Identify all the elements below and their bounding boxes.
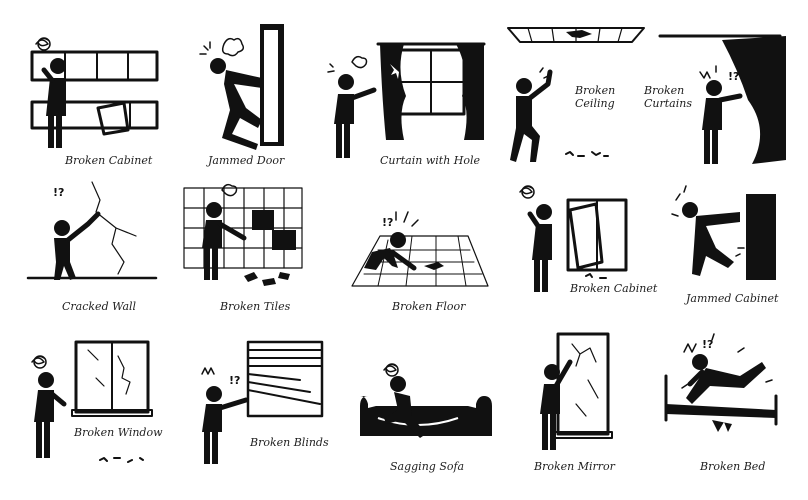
surprise-mark-icon: !? (728, 70, 739, 83)
caption-jammed-door: Jammed Door (208, 154, 285, 167)
caption-sagging-sofa: Sagging Sofa (390, 460, 465, 473)
stick-figure-icon (702, 80, 743, 164)
stick-figure-icon (686, 354, 766, 404)
caption-broken-blinds: Broken Blinds (250, 436, 329, 449)
stick-figure-icon (527, 204, 552, 292)
stick-figure-icon (210, 58, 262, 150)
frustration-scribble-icon (35, 37, 51, 51)
stick-figure-icon (384, 376, 426, 438)
crack-icon (117, 355, 131, 395)
debris-icon (99, 457, 144, 463)
caption-broken-tiles: Broken Tiles (220, 300, 291, 313)
crack-icon (91, 181, 125, 275)
anger-puff-icon (221, 37, 245, 57)
surprise-mark-icon: !? (382, 216, 393, 229)
broken-ceiling-scene (507, 27, 645, 162)
broken-window-scene (31, 340, 153, 463)
caption-broken-curtains: Broken Curtains (644, 84, 692, 110)
broken-blinds-scene (201, 340, 324, 464)
broken-floor-scene (351, 211, 489, 287)
broken-tiles-scene (183, 183, 303, 286)
cracked-wall-scene (26, 181, 158, 280)
stick-figure-icon (34, 372, 67, 458)
jammed-cabinet-scene (671, 185, 776, 280)
caption-broken-cabinet-2: Broken Cabinet (570, 282, 658, 295)
caption-broken-cabinet: Broken Cabinet (65, 154, 153, 167)
crack-icon (566, 30, 592, 38)
stick-figure-icon (41, 58, 66, 148)
caption-jammed-cabinet: Jammed Cabinet (686, 292, 779, 305)
jammed-door-scene (199, 24, 284, 150)
stick-figure-icon (54, 211, 101, 280)
crack-icon (424, 262, 444, 270)
broken-cabinet-scene-1 (30, 37, 159, 148)
surprise-mark-icon: !? (53, 186, 64, 199)
stick-figure-icon (334, 74, 377, 158)
broken-curtains-scene (658, 34, 786, 164)
caption-broken-ceiling: Broken Ceiling (575, 84, 616, 110)
caption-cracked-wall: Cracked Wall (62, 300, 137, 313)
stick-figure-icon (682, 202, 740, 276)
caption-broken-mirror: Broken Mirror (534, 460, 615, 473)
caption-curtain-with-hole: Curtain with Hole (380, 154, 481, 167)
stick-figure-icon (510, 69, 553, 162)
stick-figure-icon (202, 202, 247, 280)
sagging-sofa-scene (360, 363, 492, 438)
stick-figure-icon (202, 386, 249, 464)
caption-broken-bed: Broken Bed (700, 460, 766, 473)
broken-cabinet-scene-2 (519, 185, 628, 292)
surprise-mark-icon: !? (702, 338, 713, 351)
stick-figure-icon (364, 232, 417, 271)
surprise-mark-icon: !? (229, 374, 240, 387)
crack-icon (571, 343, 597, 367)
caption-broken-window: Broken Window (74, 426, 163, 439)
caption-broken-floor: Broken Floor (392, 300, 466, 313)
broken-bed-scene (664, 333, 778, 432)
stick-figure-icon (540, 359, 573, 450)
broken-mirror-scene (540, 332, 613, 450)
debris-icon (565, 151, 609, 157)
curtain-with-hole-scene (327, 42, 486, 158)
